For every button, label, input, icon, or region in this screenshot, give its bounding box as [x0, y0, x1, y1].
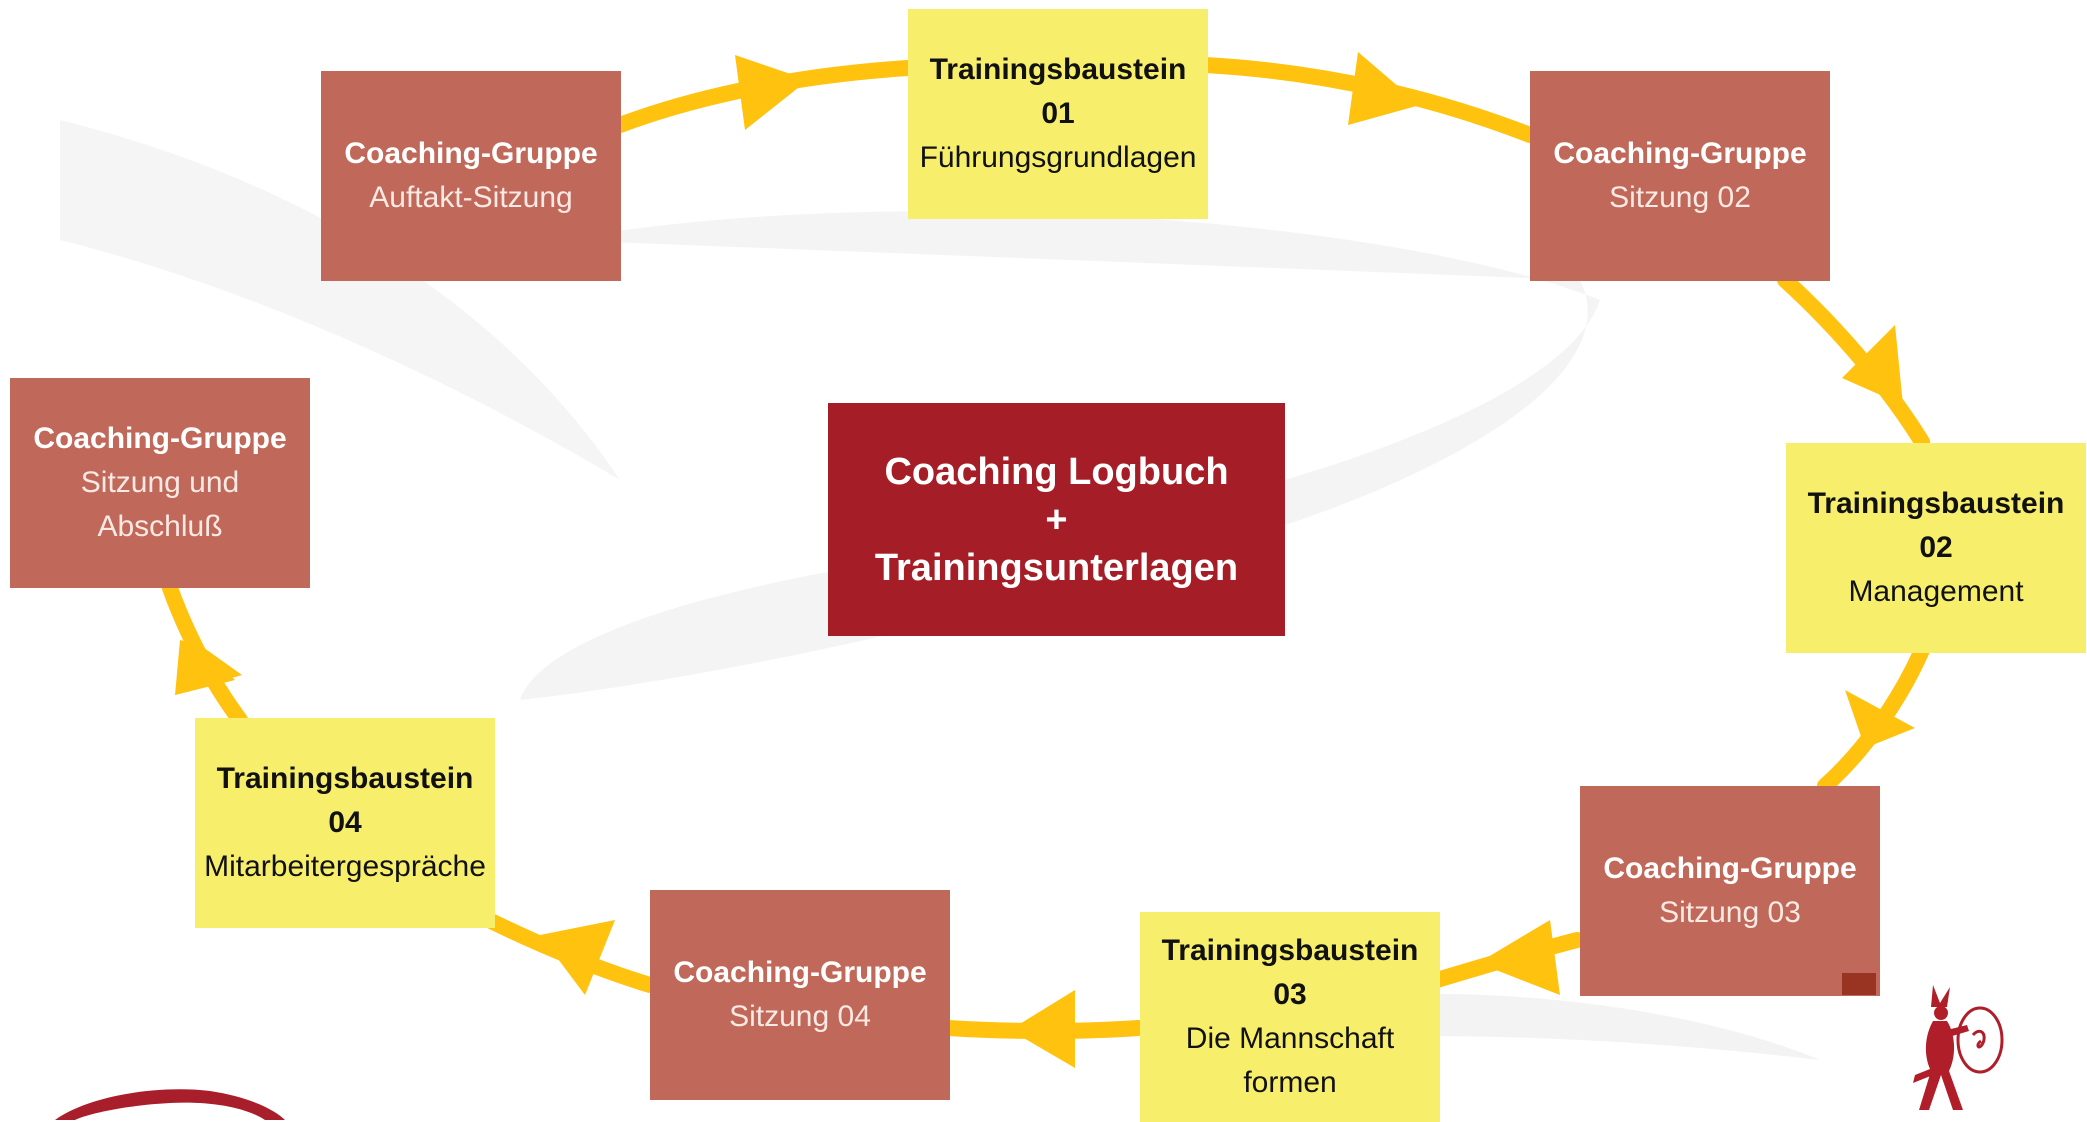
- coaching-auftakt-subtitle: Auftakt-Sitzung: [369, 181, 573, 214]
- training-01-subtitle: Führungsgrundlagen: [919, 141, 1197, 174]
- coaching-abschluss-title: Coaching-Gruppe: [33, 422, 287, 455]
- training-04-box: Trainingsbaustein 04 Mitarbeitergespräch…: [195, 718, 495, 928]
- coaching-sitzung-02-title: Coaching-Gruppe: [1553, 137, 1807, 170]
- arrowhead-8-fill: [175, 640, 242, 695]
- arrowhead-6: [1010, 990, 1075, 1068]
- training-01-box: Trainingsbaustein 01 Führungsgrundlagen: [908, 9, 1208, 219]
- arrow-path-3: [1777, 272, 1930, 450]
- jester-logo-icon: [1913, 985, 2004, 1110]
- coaching-abschluss-subtitle-line-1: Sitzung und: [80, 466, 240, 499]
- training-03-box: Trainingsbaustein 03 Die Mannschaft form…: [1140, 912, 1440, 1122]
- training-02-number: 02: [1919, 531, 1953, 564]
- center-line-3: Trainingsunterlagen: [874, 546, 1239, 589]
- center-logbook-box: Coaching Logbuch + Trainingsunterlagen: [828, 403, 1285, 636]
- center-line-2: +: [1045, 498, 1068, 541]
- coaching-sitzung-04-title: Coaching-Gruppe: [673, 956, 927, 989]
- training-04-title: Trainingsbaustein: [216, 762, 474, 795]
- arrowhead-5: [1478, 920, 1560, 995]
- training-03-subtitle-line-2: formen: [1243, 1066, 1337, 1099]
- coaching-sitzung-03-box: Coaching-Gruppe Sitzung 03: [1580, 786, 1880, 996]
- coaching-sitzung-04-box: Coaching-Gruppe Sitzung 04: [650, 890, 950, 1100]
- training-02-box: Trainingsbaustein 02 Management: [1786, 443, 2086, 653]
- corner-marker: [1842, 973, 1876, 995]
- training-04-number: 04: [328, 806, 362, 839]
- arrowhead-1: [735, 55, 808, 130]
- training-02-title: Trainingsbaustein: [1807, 487, 2065, 520]
- training-01-number: 01: [1041, 97, 1075, 130]
- arrowhead-7: [540, 920, 615, 995]
- arrowhead-4: [1845, 690, 1915, 748]
- training-03-title: Trainingsbaustein: [1161, 934, 1419, 967]
- coaching-abschluss-subtitle-line-2: Abschluß: [97, 510, 223, 543]
- coaching-sitzung-04-subtitle: Sitzung 04: [729, 1000, 871, 1033]
- arrowhead-2: [1348, 52, 1420, 125]
- coaching-sitzung-03-subtitle: Sitzung 03: [1659, 896, 1801, 929]
- training-04-subtitle: Mitarbeitergespräche: [204, 850, 486, 883]
- training-02-subtitle: Management: [1848, 575, 2024, 608]
- training-03-subtitle-line-1: Die Mannschaft: [1185, 1022, 1395, 1055]
- coaching-auftakt-title: Coaching-Gruppe: [344, 137, 598, 170]
- training-01-title: Trainingsbaustein: [929, 53, 1187, 86]
- red-swoosh-logo-icon: [55, 1089, 285, 1120]
- arrowhead-3: [1842, 325, 1903, 405]
- coaching-auftakt-box: Coaching-Gruppe Auftakt-Sitzung: [321, 71, 621, 281]
- coaching-sitzung-02-box: Coaching-Gruppe Sitzung 02: [1530, 71, 1830, 281]
- training-03-number: 03: [1273, 978, 1307, 1011]
- center-line-1: Coaching Logbuch: [884, 450, 1229, 493]
- coaching-abschluss-box: Coaching-Gruppe Sitzung und Abschluß: [10, 378, 310, 588]
- coaching-sitzung-03-title: Coaching-Gruppe: [1603, 852, 1857, 885]
- coaching-sitzung-02-subtitle: Sitzung 02: [1609, 181, 1751, 214]
